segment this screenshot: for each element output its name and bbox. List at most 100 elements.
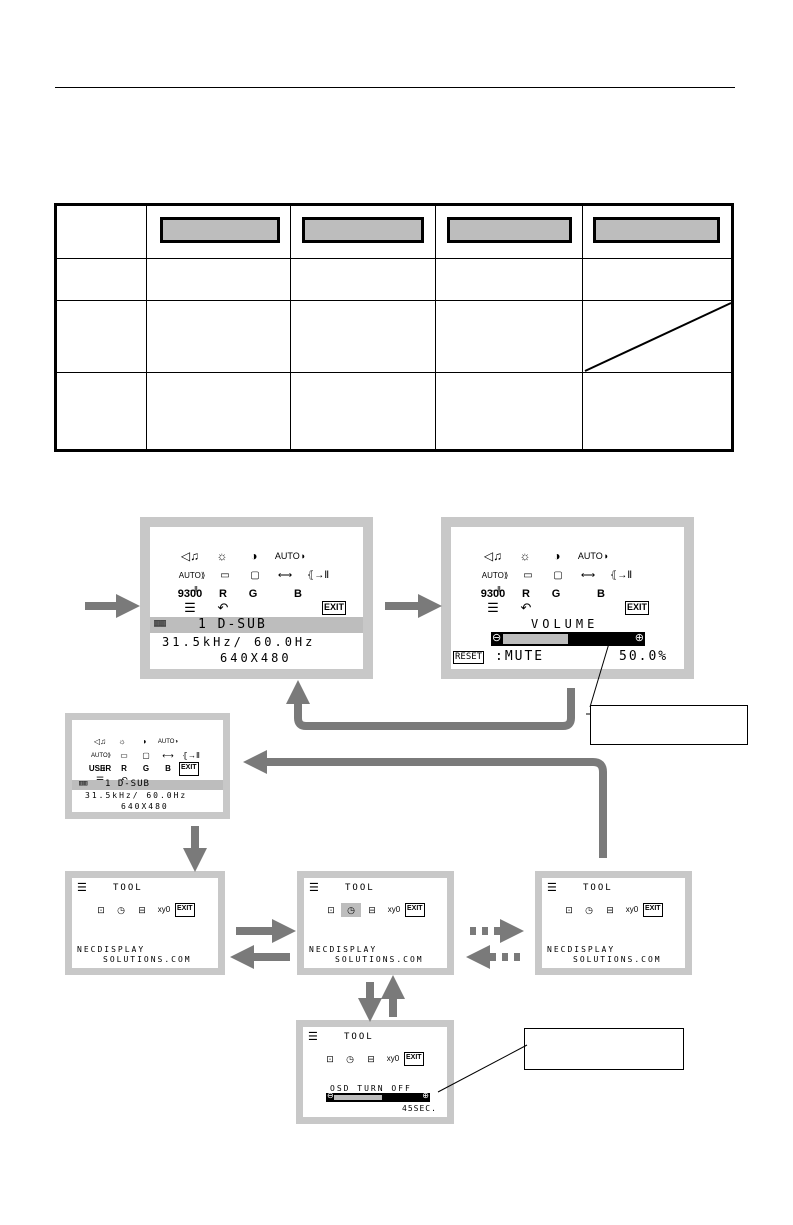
not-applicable-slash — [584, 302, 732, 372]
hotkey-icon[interactable]: xy0 — [387, 905, 401, 914]
down-up-icon[interactable]: ▢ — [142, 751, 150, 760]
h-size-icon[interactable]: ⟷ — [277, 570, 293, 581]
hotkey-icon[interactable]: xy0 — [386, 1054, 400, 1063]
language-icon[interactable]: ⊡ — [97, 905, 105, 915]
resolution-readout: 640X480 — [121, 802, 169, 811]
volume-icon[interactable]: ◁♫ — [93, 737, 107, 746]
osd-lock-icon[interactable]: ⊟ — [138, 905, 146, 915]
osd-icon-row-1: ◁♫ ☼ ◑ AUTO◑ — [477, 549, 613, 563]
color-temp-icon[interactable]: 9300 — [480, 588, 506, 600]
osd-main-panel — [150, 527, 363, 669]
reset-button[interactable]: RESET — [453, 651, 485, 664]
volume-fill — [503, 634, 568, 644]
exit-icon[interactable]: EXIT — [625, 601, 650, 615]
green-icon[interactable]: G — [551, 588, 561, 600]
plus-icon[interactable]: ⊕ — [422, 1091, 429, 1100]
contrast-icon[interactable]: ◑ — [250, 549, 258, 563]
auto-adjust-icon[interactable]: AUTO⟫→Ⅱ — [178, 571, 206, 594]
left-right-icon[interactable]: ▭ — [120, 751, 128, 760]
osd-small-icon-row-1: ◁♫ ☼ ◑ AUTO◑ — [89, 735, 181, 749]
osd-lock-icon[interactable]: ⊟ — [606, 905, 614, 915]
red-icon[interactable]: R — [522, 588, 530, 600]
volume-icon[interactable]: ◁♫ — [483, 549, 503, 563]
url-line-1: NECDISPLAY — [547, 945, 616, 954]
green-icon[interactable]: G — [248, 588, 258, 600]
osd-timer-icon[interactable]: ◷ — [341, 903, 361, 917]
auto-contrast-icon[interactable]: AUTO◑ — [274, 551, 306, 561]
language-icon[interactable]: ⊡ — [327, 905, 335, 915]
osd-small-icon-row-2: AUTO⟫→Ⅱ ▭ ▢ ⟷ ⦃→Ⅱ — [89, 749, 203, 777]
h-size-icon[interactable]: ⟷ — [580, 570, 596, 581]
tool-icon: ☰ — [77, 881, 87, 894]
osd-turnoff-fill — [334, 1095, 382, 1100]
auto-contrast-icon[interactable]: AUTO◑ — [157, 739, 179, 745]
exit-icon[interactable]: EXIT — [179, 762, 199, 776]
fine-icon[interactable]: ⦃→Ⅱ — [609, 570, 633, 581]
table-col-divider — [582, 206, 583, 449]
language-icon[interactable]: ⊡ — [326, 1054, 334, 1064]
auto-adjust-icon[interactable]: AUTO⟫→Ⅱ — [91, 753, 111, 773]
osd-timer-icon[interactable]: ◷ — [346, 1054, 354, 1064]
tool-title: TOOL — [583, 883, 613, 893]
osd-main-screen: ◁♫ ☼ ◑ AUTO◑ AUTO⟫→Ⅱ ▭ ▢ ⟷ ⦃→Ⅱ 9300 R G … — [140, 517, 373, 679]
tool-icon[interactable]: ☰ — [487, 600, 499, 615]
h-size-icon[interactable]: ⟷ — [162, 751, 174, 760]
osd-lock-icon[interactable]: ⊟ — [368, 905, 376, 915]
volume-value: 50.0% — [619, 649, 669, 664]
minus-icon[interactable]: ⊖ — [327, 1091, 334, 1100]
tool-icon-row: ⊡ ◷ ⊟ xy0 EXIT — [559, 903, 663, 917]
tool-icon[interactable]: ☰ — [184, 600, 196, 615]
blue-icon[interactable]: B — [165, 764, 171, 773]
osd-lock-icon[interactable]: ⊟ — [367, 1054, 375, 1064]
exit-icon[interactable]: EXIT — [405, 903, 425, 917]
auto-adjust-icon[interactable]: AUTO⟫→Ⅱ — [481, 571, 509, 594]
factory-preset-icon[interactable]: ↶ — [520, 600, 532, 615]
osd-icon-row-3: 9300 R G B — [475, 587, 631, 601]
tool-icon-row: ⊡ ◷ ⊟ xy0 EXIT — [321, 903, 425, 917]
osd-turnoff-screen: ☰ TOOL ⊡ ◷ ⊟ xy0 EXIT OSD TURN OFF ⊖ ⊕ 4… — [296, 1020, 454, 1124]
arrow-tool-to-menu — [243, 750, 607, 858]
fine-icon[interactable]: ⦃→Ⅱ — [306, 570, 330, 581]
osd-small-icon-row-3: USER R G B EXIT — [87, 762, 199, 776]
hotkey-icon[interactable]: xy0 — [625, 905, 639, 914]
brightness-icon[interactable]: ☼ — [118, 737, 126, 746]
hotkey-icon[interactable]: xy0 — [157, 905, 171, 914]
fine-icon[interactable]: ⦃→Ⅱ — [182, 751, 200, 760]
table-col-divider — [146, 206, 147, 449]
osd-icon-row-2: AUTO⟫→Ⅱ ▭ ▢ ⟷ ⦃→Ⅱ — [477, 569, 639, 597]
osd-timer-icon[interactable]: ◷ — [117, 905, 125, 915]
left-right-icon[interactable]: ▭ — [220, 570, 230, 581]
blue-icon[interactable]: B — [597, 588, 605, 600]
osd-turnoff-slider[interactable]: ⊖ ⊕ — [326, 1091, 430, 1102]
volume-icon[interactable]: ◁♫ — [180, 549, 200, 563]
left-right-icon[interactable]: ▭ — [523, 570, 533, 581]
minus-icon[interactable]: ⊖ — [492, 632, 502, 644]
contrast-icon[interactable]: ◑ — [553, 549, 561, 563]
volume-slider[interactable]: ⊖ ⊕ — [491, 632, 645, 646]
exit-icon[interactable]: EXIT — [404, 1052, 424, 1066]
factory-preset-icon[interactable]: ↶ — [217, 600, 229, 615]
volume-title: VOLUME — [531, 617, 599, 631]
user-color-icon[interactable]: USER — [88, 764, 112, 773]
down-up-icon[interactable]: ▢ — [553, 570, 563, 581]
tool-icon: ☰ — [547, 881, 557, 894]
contrast-icon[interactable]: ◑ — [141, 737, 147, 746]
arrow-back-to-main — [286, 680, 575, 730]
plus-icon[interactable]: ⊕ — [634, 632, 644, 644]
exit-icon[interactable]: EXIT — [175, 903, 195, 917]
osd-timer-icon[interactable]: ◷ — [585, 905, 593, 915]
exit-icon[interactable]: EXIT — [643, 903, 663, 917]
resolution-readout: 640X480 — [220, 651, 292, 665]
blue-icon[interactable]: B — [294, 588, 302, 600]
color-temp-icon[interactable]: 9300 — [177, 588, 203, 600]
language-icon[interactable]: ⊡ — [565, 905, 573, 915]
auto-contrast-icon[interactable]: AUTO◑ — [577, 551, 609, 561]
red-icon[interactable]: R — [121, 764, 127, 773]
brightness-icon[interactable]: ☼ — [216, 549, 228, 563]
key-header-1 — [160, 217, 280, 243]
exit-icon[interactable]: EXIT — [322, 601, 347, 615]
green-icon[interactable]: G — [142, 764, 150, 773]
brightness-icon[interactable]: ☼ — [519, 549, 531, 563]
red-icon[interactable]: R — [219, 588, 227, 600]
down-up-icon[interactable]: ▢ — [250, 570, 260, 581]
